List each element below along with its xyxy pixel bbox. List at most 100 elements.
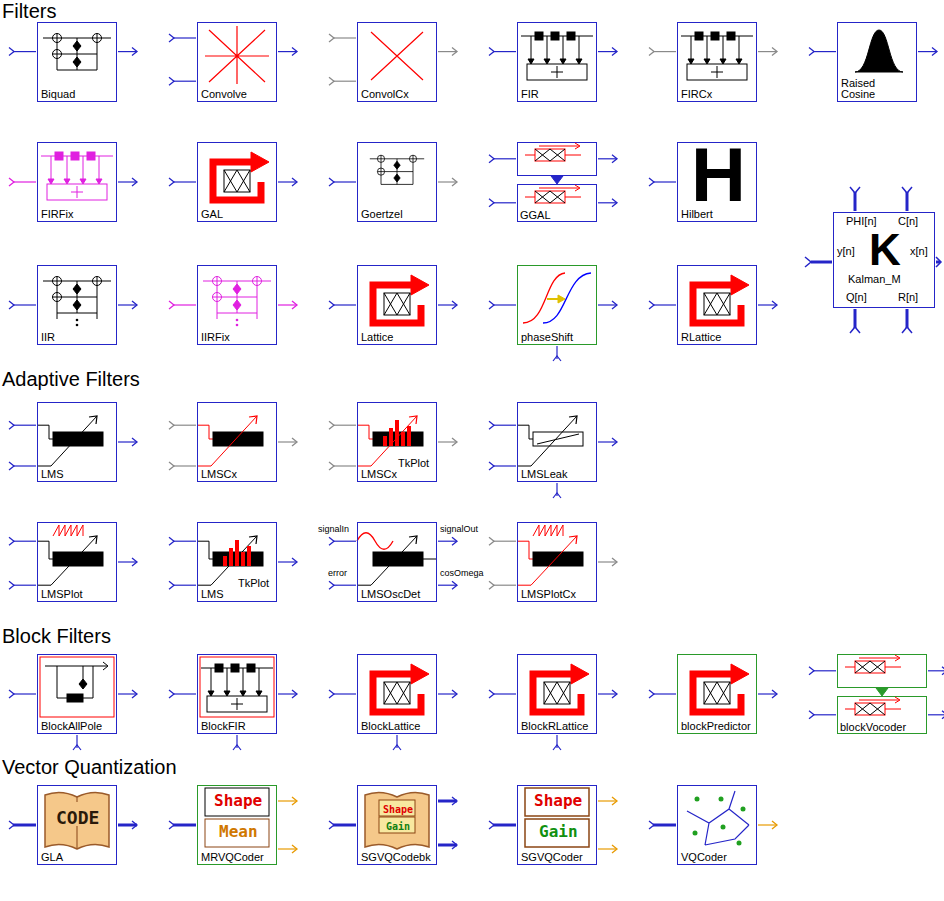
icon-stroke — [932, 48, 937, 56]
icon-stroke — [99, 156, 100, 179]
icon-stroke — [517, 416, 577, 466]
icon-rect — [53, 432, 103, 446]
icon-stroke — [942, 667, 944, 675]
icon-stroke — [292, 690, 297, 698]
icon-stroke — [213, 277, 222, 286]
icon-stroke — [57, 313, 97, 319]
icon-rect — [373, 552, 423, 566]
block-name: LMSPlotCx — [520, 589, 577, 600]
icon-stroke — [48, 179, 54, 184]
block-icon — [41, 152, 113, 200]
icon-dot — [93, 34, 102, 43]
block-name: Kalman_M — [848, 273, 901, 286]
icon-stroke — [43, 281, 111, 313]
icon-stroke — [525, 146, 581, 155]
icon-stroke — [535, 149, 565, 161]
icon-stroke — [525, 188, 581, 197]
icon-stroke — [409, 155, 416, 162]
block-name: LMS — [40, 469, 65, 480]
icon-stroke — [707, 36, 708, 59]
block-name: Goertzel — [360, 209, 404, 220]
icon-stroke — [118, 561, 137, 562]
icon-dot — [213, 293, 222, 302]
icon-stroke — [438, 441, 457, 442]
icon-stroke — [813, 714, 836, 715]
icon-stroke — [67, 156, 68, 179]
icon-stroke — [411, 664, 429, 684]
icon-stroke — [758, 51, 777, 52]
icon-rect — [231, 664, 239, 672]
icon-stroke — [906, 192, 909, 211]
icon-stroke — [809, 711, 814, 719]
block-name: phaseShift — [520, 332, 574, 343]
block-name: Biquad — [40, 89, 76, 100]
icon-stroke — [292, 48, 297, 56]
palette-block: ConvolCx — [357, 22, 437, 102]
icon-stroke — [653, 824, 676, 827]
icon-stroke — [89, 536, 97, 544]
palette-block: ShapeGainSGVQCodebk — [357, 785, 437, 865]
icon-stroke — [393, 745, 401, 750]
icon-rect — [518, 185, 597, 222]
icon-stroke — [928, 670, 944, 671]
icon-stroke — [333, 181, 356, 182]
block-icon — [45, 792, 109, 849]
palette-block: LMSCx — [197, 402, 277, 482]
pin-name: error — [328, 569, 347, 578]
icon-stroke — [233, 300, 241, 310]
icon-stroke — [93, 277, 102, 286]
icon-stroke — [73, 300, 81, 310]
icon-rect — [535, 32, 543, 40]
icon-stroke — [256, 691, 262, 696]
icon-stroke — [13, 693, 36, 694]
icon-stroke — [452, 690, 457, 698]
icon-dot — [695, 797, 700, 802]
icon-stroke — [438, 51, 457, 52]
palette-block: BlockLattice — [357, 654, 437, 734]
icon-rect — [229, 548, 233, 566]
icon-stroke — [813, 670, 836, 671]
block-icon — [213, 152, 269, 200]
icon-stroke — [9, 421, 14, 429]
block-name: BlockRLattice — [520, 721, 589, 732]
icon-dot — [93, 277, 102, 286]
icon-stroke — [118, 304, 137, 305]
icon-stroke — [575, 185, 580, 191]
icon-stroke — [169, 537, 174, 545]
block-icon — [40, 657, 114, 717]
icon-stroke — [292, 301, 297, 309]
icon-stroke — [278, 441, 297, 442]
icon-stroke — [365, 792, 429, 849]
icon-stroke — [731, 275, 749, 295]
icon-stroke — [169, 690, 174, 698]
block-icon — [693, 664, 749, 712]
icon-rect — [384, 293, 410, 315]
palette-block: LMSOscDet — [357, 522, 437, 602]
block-name: FIRFix — [40, 209, 74, 220]
icon-stroke — [384, 682, 410, 704]
icon-stroke — [83, 156, 84, 179]
icon-rect — [223, 556, 227, 566]
icon-stroke — [377, 155, 384, 162]
icon-stroke — [173, 181, 196, 182]
icon-stroke — [850, 187, 860, 193]
icon-stroke — [118, 693, 137, 694]
icon-stroke — [576, 59, 582, 64]
icon-rect — [207, 696, 267, 712]
icon-rect — [695, 32, 703, 40]
icon-stroke — [329, 301, 334, 309]
icon-rect — [567, 32, 575, 40]
icon-text: Shape — [534, 792, 582, 810]
icon-stroke — [394, 174, 400, 182]
icon-rect — [544, 682, 570, 704]
icon-rect — [704, 293, 730, 315]
icon-stroke — [736, 59, 742, 64]
icon-stroke — [452, 581, 457, 589]
icon-stroke — [224, 691, 230, 696]
icon-stroke — [132, 48, 137, 56]
icon-stroke — [80, 179, 86, 184]
icon-dot — [719, 797, 724, 802]
icon-stroke — [118, 181, 137, 182]
block-icon — [37, 416, 103, 466]
icon-rect — [224, 170, 250, 192]
